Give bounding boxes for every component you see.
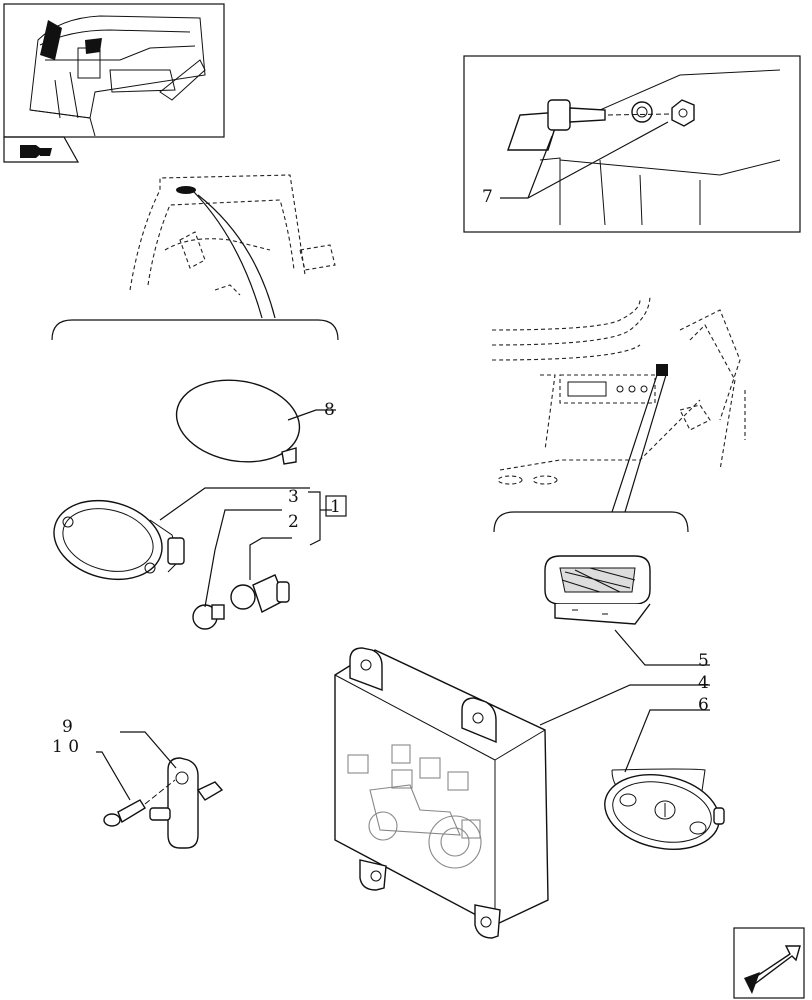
tractor-cab-nav-icon[interactable] bbox=[3, 136, 80, 163]
callout-2: 2 bbox=[288, 512, 299, 532]
part-10-screw: 1 0 bbox=[52, 737, 176, 827]
part-4-control-unit: 4 bbox=[334, 647, 710, 939]
part-8-lens: 8 bbox=[175, 379, 336, 465]
thumbnail-panel bbox=[3, 3, 225, 163]
callout-leaders-1-3: 1 3 2 bbox=[159, 487, 347, 608]
callout-4: 4 bbox=[698, 673, 709, 693]
part-6-dome-light: 6 bbox=[604, 695, 725, 850]
tractor-decal-icon bbox=[347, 744, 482, 869]
part-1-roof-lamp bbox=[53, 499, 185, 581]
part-5-switch: 5 bbox=[544, 555, 710, 671]
callout-10: 1 0 bbox=[52, 737, 79, 757]
callout-8: 8 bbox=[324, 400, 335, 420]
callout-1: 1 bbox=[330, 497, 341, 517]
callout-6: 6 bbox=[698, 695, 709, 715]
callout-9: 9 bbox=[62, 717, 73, 737]
dashboard-overview bbox=[491, 294, 746, 533]
next-page-arrow-icon[interactable] bbox=[733, 927, 805, 999]
inset-dashboard-socket: 7 bbox=[463, 55, 801, 233]
cab-overview-roof-lamp bbox=[51, 174, 339, 341]
cab-interior-thumbnail bbox=[29, 15, 206, 137]
callout-5: 5 bbox=[698, 651, 709, 671]
part-7-connector bbox=[547, 99, 695, 131]
callout-7: 7 bbox=[482, 187, 493, 207]
callout-3: 3 bbox=[288, 487, 299, 507]
part-2-bulb-holder bbox=[230, 574, 290, 614]
part-3-bulb bbox=[192, 604, 225, 630]
callout-1-box bbox=[325, 495, 347, 517]
part-9-bracket: 9 bbox=[62, 717, 224, 849]
